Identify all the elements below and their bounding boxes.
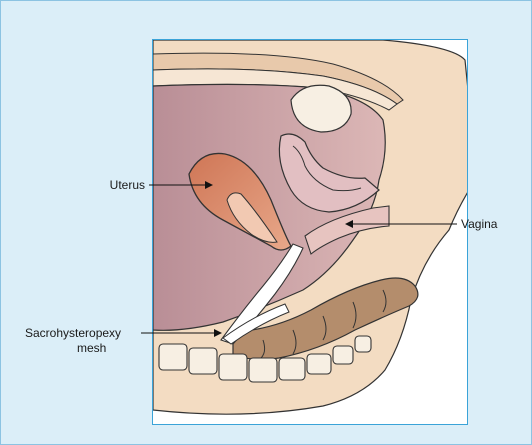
illustration-panel [152, 39, 468, 425]
mesh-label-line2: mesh [77, 341, 106, 355]
uterus-label: Uterus [61, 178, 145, 192]
pelvic-anatomy-illustration [153, 40, 468, 425]
mesh-label-line1: Sacrohysteropexy [25, 326, 121, 340]
vagina-label: Vagina [461, 217, 497, 231]
